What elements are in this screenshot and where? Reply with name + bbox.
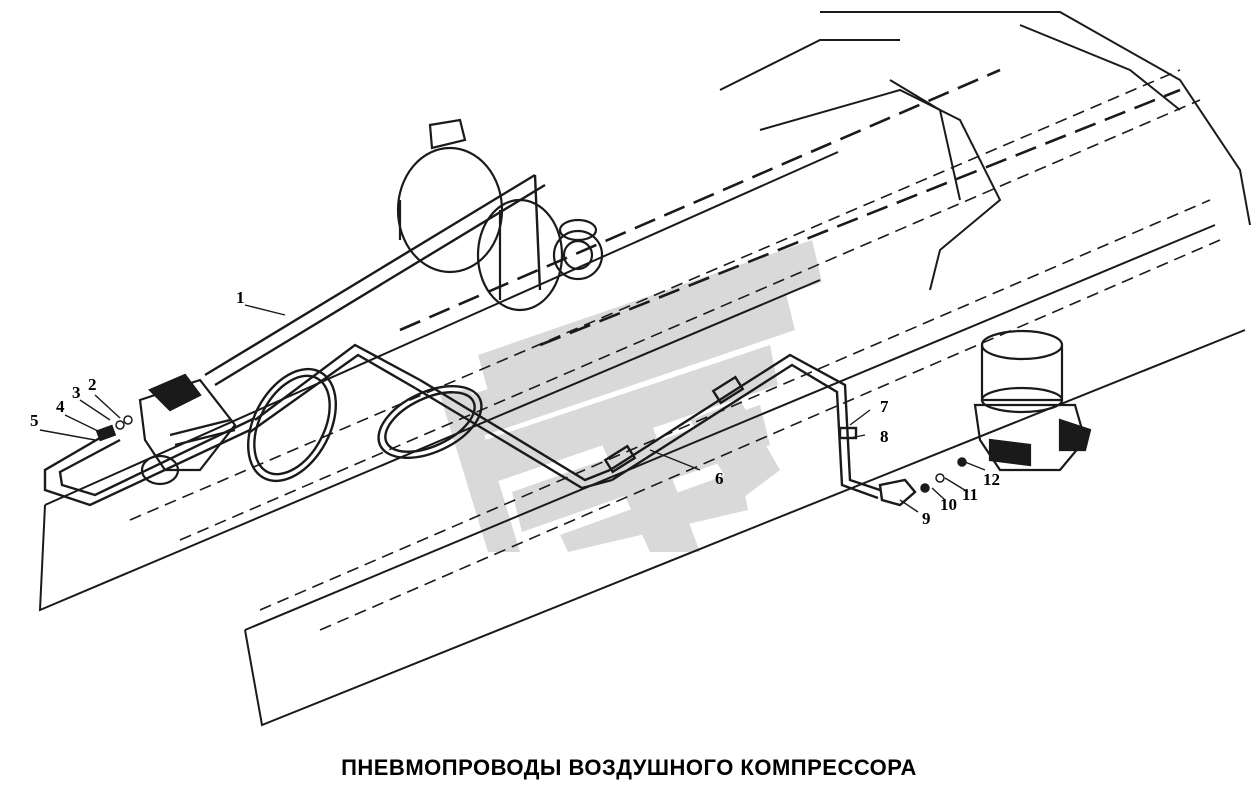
callout-12: 12	[983, 470, 1000, 489]
pipe-fittings	[95, 415, 967, 493]
callout-7: 7	[880, 397, 889, 416]
diagram-caption: ПНЕВМОПРОВОДЫ ВОЗДУШНОГО КОМПРЕССОРА	[341, 755, 917, 780]
callout-2: 2	[88, 375, 97, 394]
callout-leaders	[39, 304, 986, 513]
callout-9: 9	[922, 509, 931, 528]
callout-1: 1	[236, 288, 245, 307]
turbocharger-assembly	[396, 118, 604, 312]
air-dryer-unit	[973, 329, 1092, 472]
callout-11: 11	[962, 485, 978, 504]
air-compressor	[138, 373, 237, 486]
air-pipe-lines	[43, 173, 917, 507]
brand-logo-watermark	[440, 240, 822, 552]
callout-10: 10	[940, 495, 957, 514]
chassis-frame	[38, 11, 1251, 727]
callout-3: 3	[72, 383, 81, 402]
callout-4: 4	[56, 397, 65, 416]
callout-8: 8	[880, 427, 889, 446]
callout-6: 6	[715, 469, 724, 488]
callout-5: 5	[30, 411, 39, 430]
callout-numbers: 1 2 3 4 5 6 7 8 9 10 11 12	[30, 288, 1000, 528]
